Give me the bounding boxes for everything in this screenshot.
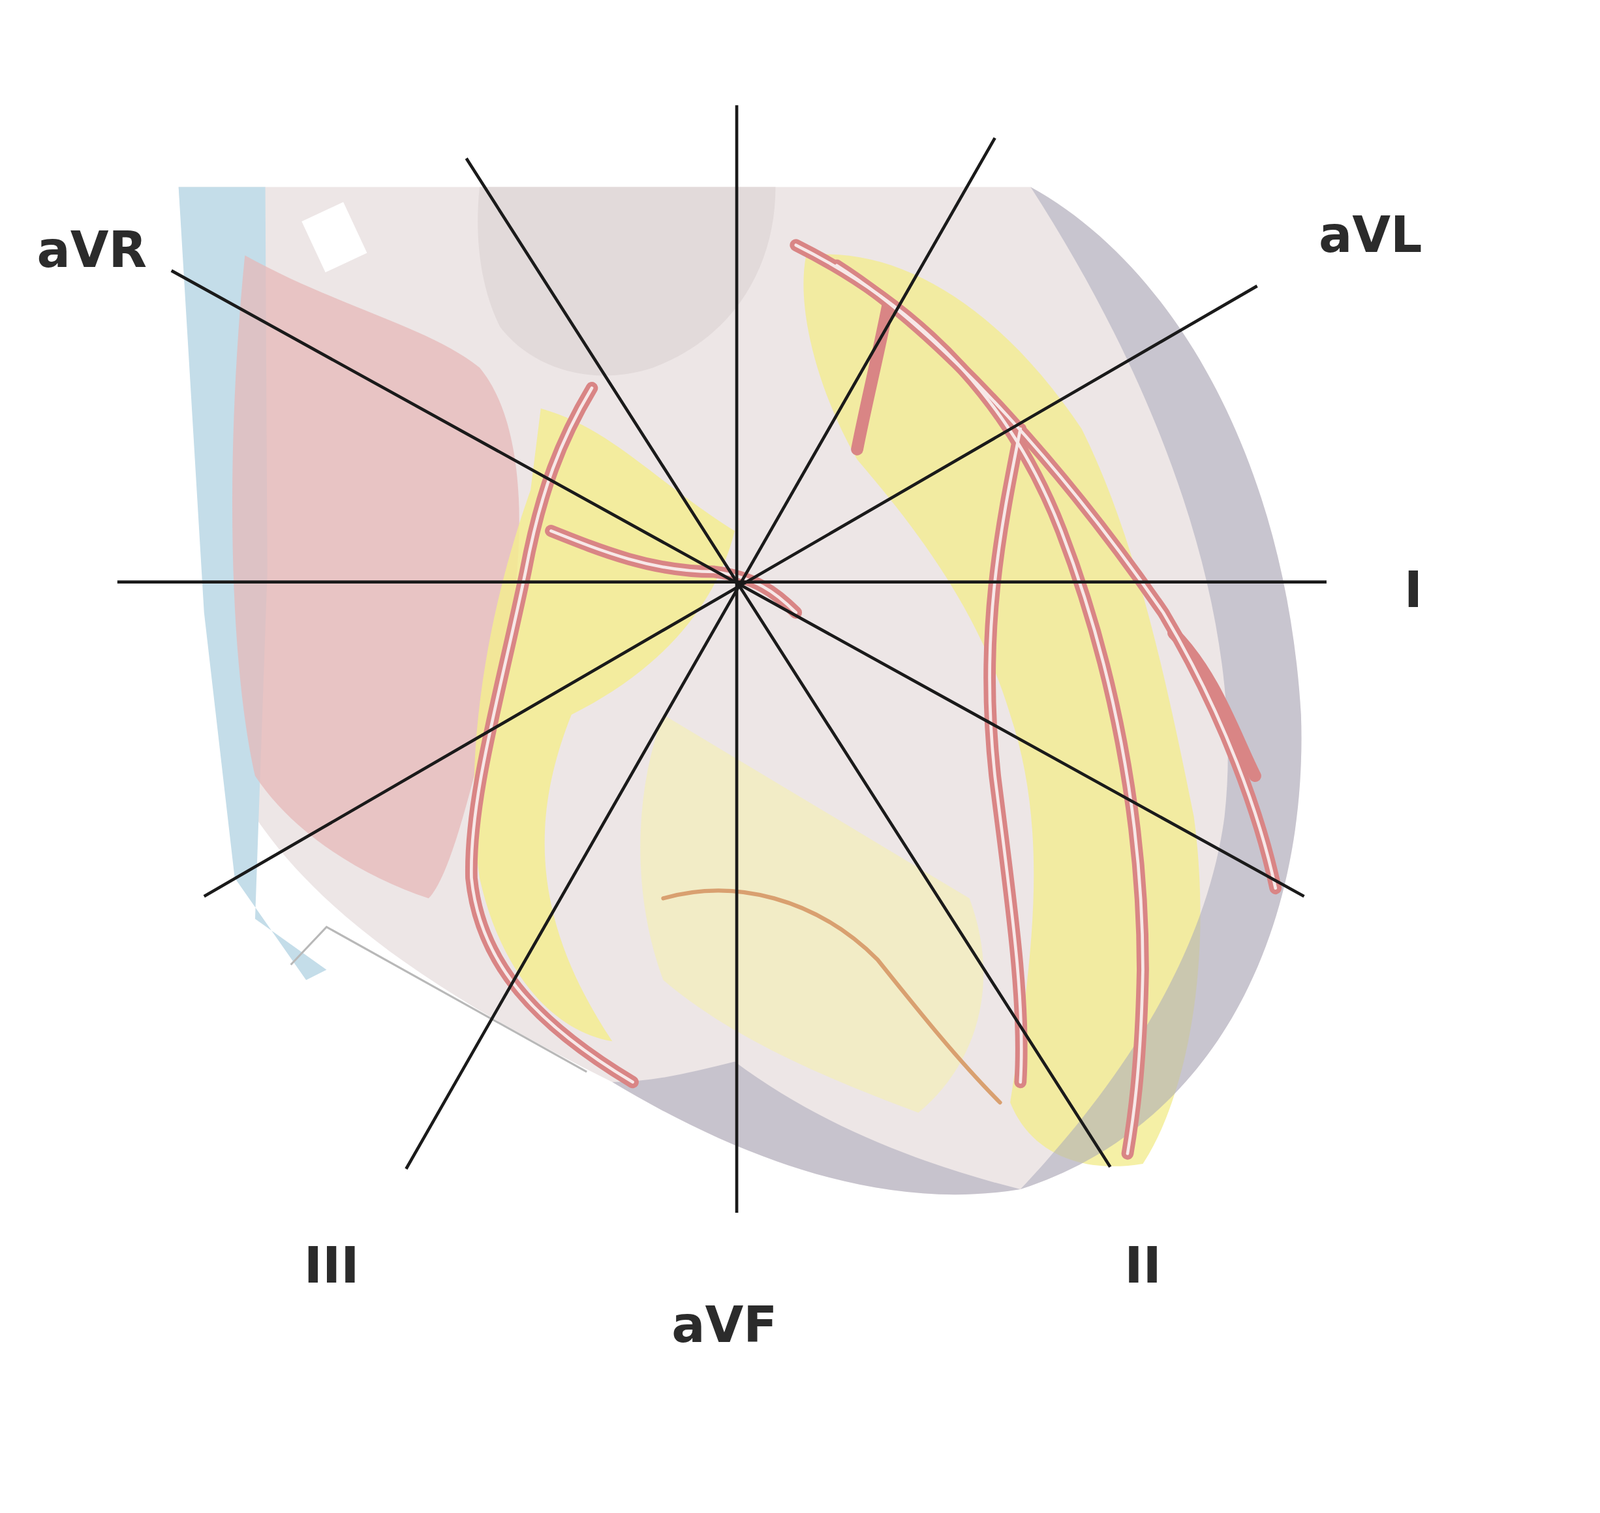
frame-edge (291, 926, 587, 1072)
lead-label: II (1124, 1240, 1162, 1291)
lead-label: aVL (1318, 210, 1423, 260)
heart-outline (178, 186, 1302, 1195)
left-ventricle-shade (1020, 186, 1302, 1189)
great-vessels (477, 186, 776, 376)
inferior-shade (612, 1061, 1021, 1195)
hexaxial-lines (117, 105, 1327, 1213)
lead-label: aVF (671, 1299, 778, 1350)
lead-label: aVR (36, 225, 147, 275)
lead-label: I (1404, 565, 1423, 615)
coronary-arteries (471, 245, 1276, 1154)
vessel-cut (301, 202, 367, 273)
lead-label: III (304, 1240, 360, 1291)
